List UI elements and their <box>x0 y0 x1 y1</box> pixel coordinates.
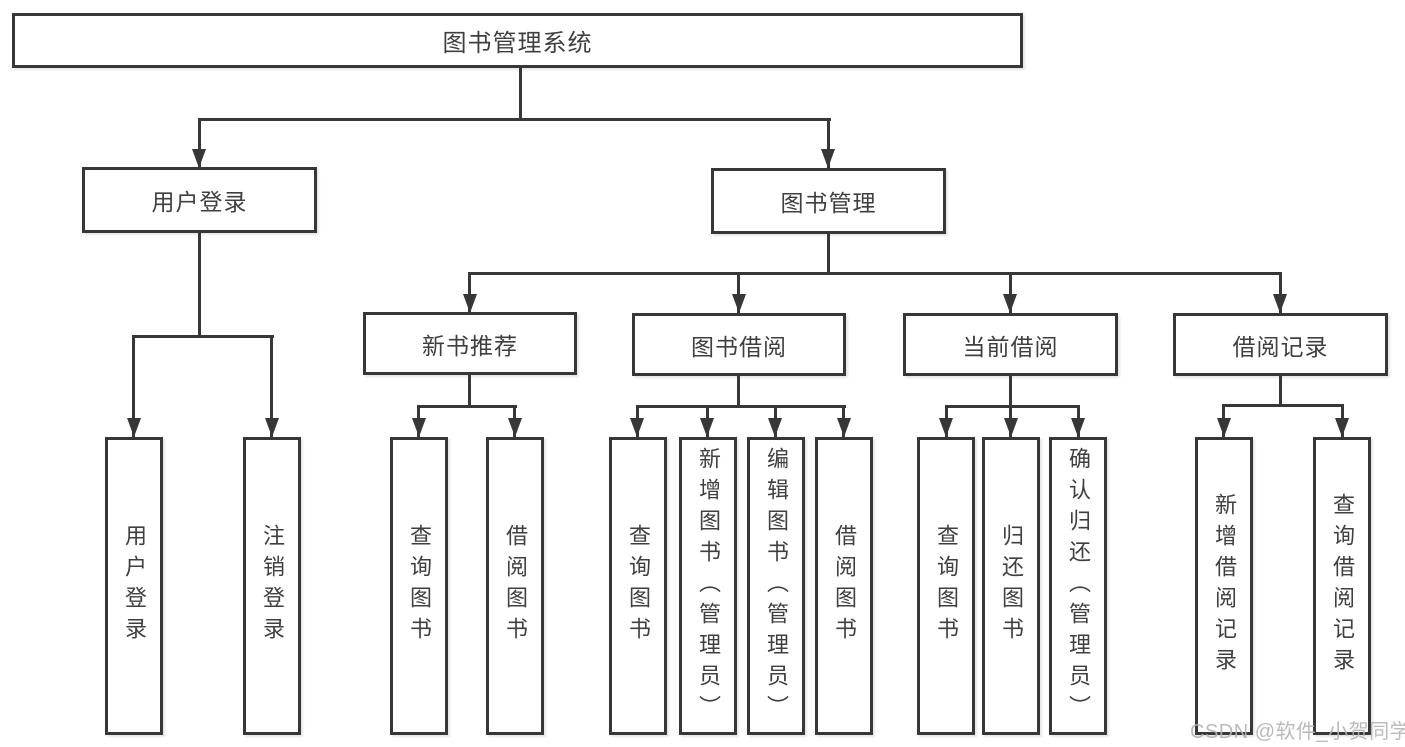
leaf-confirm-return-admin: 确认归还（管理员） <box>1049 437 1107 735</box>
leaf-label: 借阅图书 <box>832 524 857 648</box>
connector-line <box>417 405 517 408</box>
leaf-return-books: 归还图书 <box>982 437 1040 735</box>
connector-line <box>945 405 1080 408</box>
arrow-down-icon <box>1003 294 1017 313</box>
arrow-down-icon <box>412 418 426 437</box>
leaf-label: 确认归还（管理员） <box>1066 446 1091 726</box>
arrow-down-icon <box>1004 418 1018 437</box>
arrow-down-icon <box>265 418 279 437</box>
connector-line <box>737 376 740 408</box>
connector-line <box>468 272 1282 275</box>
arrow-down-icon <box>732 294 746 313</box>
leaf-label: 查询图书 <box>934 524 959 648</box>
leaf-label: 归还图书 <box>999 524 1024 648</box>
node-new-book-recommendation: 新书推荐 <box>363 312 577 375</box>
leaf-label: 新增借阅记录 <box>1212 493 1237 679</box>
arrow-down-icon <box>837 418 851 437</box>
arrow-down-icon <box>1071 418 1085 437</box>
leaf-label: 新增图书（管理员） <box>696 446 721 726</box>
node-label: 图书借阅 <box>691 333 787 360</box>
connector-line <box>132 335 274 338</box>
node-label: 用户登录 <box>151 189 248 215</box>
node-borrowing-records: 借阅记录 <box>1173 313 1388 376</box>
leaf-label: 借阅图书 <box>503 524 528 648</box>
leaf-label: 查询图书 <box>626 524 651 648</box>
leaf-label: 用户登录 <box>122 524 147 648</box>
connector-line <box>1009 272 1012 313</box>
connector-line <box>827 118 830 168</box>
node-user-login: 用户登录 <box>82 167 317 233</box>
node-label: 图书管理 <box>780 190 877 216</box>
node-library-management-system: 图书管理系统 <box>12 13 1023 68</box>
arrow-down-icon <box>508 418 522 437</box>
arrow-down-icon <box>127 418 141 437</box>
arrow-down-icon <box>192 149 206 168</box>
arrow-down-icon <box>630 418 644 437</box>
node-book-management: 图书管理 <box>711 168 946 234</box>
connector-line <box>737 272 740 313</box>
node-label: 当前借阅 <box>962 333 1059 360</box>
leaf-logout: 注销登录 <box>243 437 301 735</box>
node-current-borrowing: 当前借阅 <box>903 313 1118 376</box>
leaf-label: 查询借阅记录 <box>1330 493 1355 679</box>
arrow-down-icon <box>1273 294 1287 313</box>
leaf-borrow-books: 借阅图书 <box>815 437 873 735</box>
leaf-query-books-borrowing: 查询图书 <box>609 437 667 735</box>
leaf-borrow-books-recommend: 借阅图书 <box>486 437 544 735</box>
leaf-edit-books-admin: 编辑图书（管理员） <box>747 437 805 735</box>
connector-line <box>198 118 831 121</box>
arrow-down-icon <box>463 294 477 313</box>
csdn-watermark: CSDN @软件_小贺同学 <box>1190 721 1405 743</box>
leaf-query-borrow-record: 查询借阅记录 <box>1313 437 1371 735</box>
leaf-label: 编辑图书（管理员） <box>764 446 789 726</box>
leaf-label: 注销登录 <box>260 524 285 648</box>
node-label: 新书推荐 <box>422 332 518 359</box>
connector-line <box>1222 404 1344 407</box>
arrow-down-icon <box>939 418 953 437</box>
node-label: 图书管理系统 <box>442 30 593 57</box>
connector-line <box>1279 376 1282 407</box>
connector-line <box>1279 272 1282 313</box>
connector-line <box>519 68 522 120</box>
leaf-label: 查询图书 <box>407 524 432 648</box>
arrow-down-icon <box>768 418 782 437</box>
connector-line <box>468 375 471 408</box>
arrow-down-icon <box>700 418 714 437</box>
leaf-query-books-recommend: 查询图书 <box>390 437 448 735</box>
connector-line <box>636 405 846 408</box>
leaf-add-borrow-record: 新增借阅记录 <box>1195 437 1253 735</box>
connector-line <box>1009 376 1012 408</box>
leaf-add-books-admin: 新增图书（管理员） <box>679 437 737 735</box>
arrow-down-icon <box>821 149 835 168</box>
connector-line <box>270 335 273 437</box>
leaf-query-books-current: 查询图书 <box>917 437 975 735</box>
arrow-down-icon <box>1217 418 1231 437</box>
connector-line <box>198 118 201 168</box>
arrow-down-icon <box>1335 418 1349 437</box>
connector-line <box>198 233 201 335</box>
node-book-borrowing: 图书借阅 <box>632 313 846 376</box>
connector-line <box>468 272 471 313</box>
connector-line <box>827 234 830 274</box>
connector-line <box>132 335 135 437</box>
node-label: 借阅记录 <box>1232 333 1329 360</box>
leaf-user-login: 用户登录 <box>105 437 163 735</box>
